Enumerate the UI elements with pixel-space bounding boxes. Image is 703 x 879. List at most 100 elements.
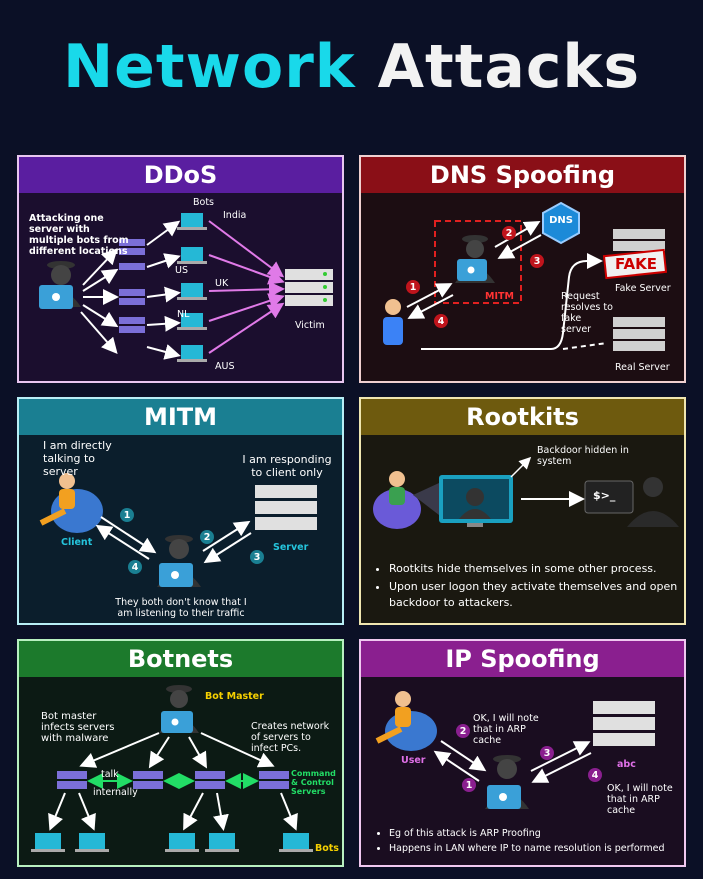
ipspoof-bullet-1: Eg of this attack is ARP Proofing [389, 827, 683, 840]
ddos-loc-nl: NL [177, 309, 190, 320]
ddos-diagram [39, 213, 333, 362]
dns-step-2: 2 [505, 228, 513, 239]
abc-label: abc [617, 759, 636, 770]
ddos-pink-arrows [208, 220, 285, 354]
mitm-step-4: 4 [131, 562, 139, 573]
ip-step-2: 2 [459, 726, 467, 737]
ip-user-icon [375, 691, 437, 751]
botnets-panel: Botnets [17, 639, 344, 867]
monitor-icon [439, 475, 513, 527]
botnets-diagram [31, 685, 313, 852]
client-label: Client [61, 537, 93, 548]
ddos-panel: DDoS [17, 155, 344, 383]
cnc-servers [57, 771, 289, 789]
ddos-description: Attacking one server with multiple bots … [29, 213, 129, 257]
victim-server-icon [285, 269, 333, 306]
botnets-heading: Botnets [19, 641, 342, 677]
mitm-panel: MITM [17, 397, 344, 625]
rootkits-bullets: Rootkits hide themselves in some other p… [373, 561, 679, 613]
bot-laptops [31, 833, 313, 852]
mitm-step-2: 2 [203, 532, 211, 543]
mitm-step-1: 1 [123, 510, 131, 521]
rootkits-bullet-2: Upon user logon they activate themselves… [389, 579, 679, 611]
ddos-servers [119, 239, 145, 333]
infects-note: Bot master infects servers with malware [41, 711, 115, 744]
hacker-icon [39, 261, 81, 309]
dns-diagram [383, 201, 668, 351]
server-label: Server [273, 542, 309, 553]
ipspoof-bullet-2: Happens in LAN where IP to name resoluti… [389, 842, 683, 855]
fake-server-label: Fake Server [615, 283, 671, 294]
ddos-bots-label: Bots [193, 197, 215, 208]
screen-beam [413, 483, 439, 515]
fake-sign: FAKE [614, 255, 657, 273]
mitm-hacker-icon [157, 535, 201, 587]
ip-step-4: 4 [591, 770, 599, 781]
rootkits-heading: Rootkits [361, 399, 684, 435]
bot-arrows [48, 792, 298, 831]
user-label: User [401, 755, 426, 766]
dns-step-badges [406, 226, 544, 328]
terminal-prompt: $>_ [593, 489, 616, 502]
ddos-victim-label: Victim [295, 320, 325, 331]
ddos-loc-uk: UK [215, 278, 229, 289]
arp-note-2: OK, I will note that in ARP cache [607, 783, 673, 816]
ddos-loc-aus: AUS [215, 361, 235, 372]
real-server-icon [613, 317, 665, 351]
fake-server-icon [602, 229, 668, 280]
ip-step-1: 1 [465, 780, 473, 791]
mitm-bottom-note: They both don't know that I am listening… [115, 597, 247, 619]
ip-hacker-icon [485, 755, 529, 809]
mitm-step-3: 3 [253, 552, 261, 563]
dns-arrows [406, 221, 608, 350]
dns-request-note: Request resolves to fake server [561, 291, 613, 335]
ip-step-3: 3 [543, 748, 551, 759]
cnc-label: Command & Control Servers [291, 769, 336, 796]
mitm-step-badges [120, 508, 264, 574]
ipspoof-bullets: Eg of this attack is ARP Proofing Happen… [373, 827, 683, 857]
mitm-diagram [39, 473, 317, 587]
abc-server-icon [593, 701, 655, 746]
rootkit-hacker-icon [627, 477, 679, 527]
rootkits-panel: Rootkits Backdoor hidden in system $>_ R… [359, 397, 686, 625]
title-part-attacks: Attacks [377, 32, 641, 102]
dns-user-icon [383, 299, 403, 345]
bots-label: Bots [315, 843, 339, 854]
ddos-white-arrows [80, 220, 181, 360]
rootkits-diagram [373, 456, 679, 529]
ddos-loc-india: India [223, 210, 247, 221]
mitm-heading: MITM [19, 399, 342, 435]
page-title: Network Attacks [0, 22, 703, 112]
ip-spoofing-panel: IP Spoofing [359, 639, 686, 867]
dns-icon-label: DNS [549, 215, 573, 226]
internally-label: internally [93, 787, 138, 798]
mitm-server-icon [255, 485, 317, 530]
client-quote: I am directly talking to server [43, 439, 112, 478]
creates-note: Creates network of servers to infect PCs… [251, 721, 330, 754]
user-on-beanbag-icon [373, 471, 421, 529]
real-server-label: Real Server [615, 362, 670, 373]
arp-note-1: OK, I will note that in ARP cache [473, 713, 539, 746]
server-quote: I am responding to client only [242, 453, 332, 479]
talk-label: talk [101, 769, 119, 780]
backdoor-note: Backdoor hidden in system [537, 445, 629, 467]
ddos-loc-us: US [175, 265, 188, 276]
dns-mitm-label: MITM [485, 291, 514, 302]
dns-spoofing-panel: DNS Spoofing [359, 155, 686, 383]
mitm-zone [434, 220, 522, 304]
client-icon [39, 473, 103, 533]
dns-icon [542, 201, 580, 245]
title-part-network: Network [62, 32, 356, 102]
dns-hacker-icon [455, 235, 495, 283]
dns-step-4: 4 [437, 316, 445, 327]
terminal-icon [584, 480, 634, 514]
bot-master-label: Bot Master [205, 691, 264, 702]
dns-step-3: 3 [533, 256, 541, 267]
master-arrows [79, 732, 275, 769]
ipspoof-heading: IP Spoofing [361, 641, 684, 677]
bot-master-icon [159, 685, 199, 733]
ip-arrows [433, 740, 592, 783]
rootkits-bullet-1: Rootkits hide themselves in some other p… [389, 561, 679, 577]
ddos-heading: DDoS [19, 157, 342, 193]
ddos-laptops [177, 213, 207, 362]
